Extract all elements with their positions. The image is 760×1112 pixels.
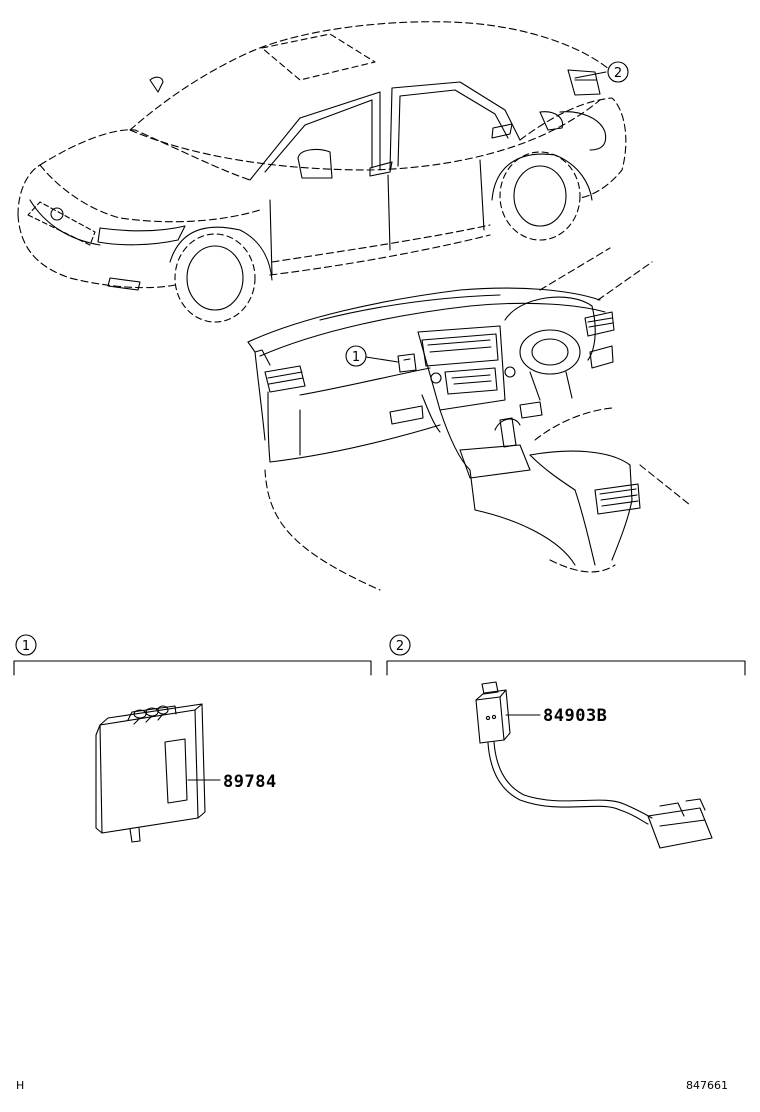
callout-label-2: 2 bbox=[614, 66, 622, 81]
section-circle-2 bbox=[389, 634, 411, 656]
part-number-89784[interactable]: 89784 bbox=[223, 772, 277, 792]
leader-line-callout-1 bbox=[365, 356, 399, 363]
callout-circle-2-diagram bbox=[607, 61, 629, 83]
figure-id: 847661 bbox=[686, 1079, 728, 1092]
antenna-cord-drawing bbox=[475, 681, 713, 849]
callout-circle-1-diagram bbox=[345, 345, 367, 367]
section-circle-1 bbox=[15, 634, 37, 656]
section-2-number: 2 bbox=[396, 639, 404, 654]
part-number-84903B[interactable]: 84903B bbox=[543, 706, 607, 726]
footer-left-code: H bbox=[16, 1079, 25, 1092]
section-2-bracket bbox=[386, 660, 746, 676]
ecu-module-drawing bbox=[95, 703, 206, 843]
section-1-number: 1 bbox=[22, 639, 30, 654]
callout-label-1: 1 bbox=[352, 350, 360, 365]
vehicle-illustration bbox=[17, 21, 627, 323]
leader-line-callout-2 bbox=[574, 71, 607, 79]
section-1-bracket bbox=[13, 660, 372, 676]
dashboard-illustration bbox=[247, 247, 691, 591]
